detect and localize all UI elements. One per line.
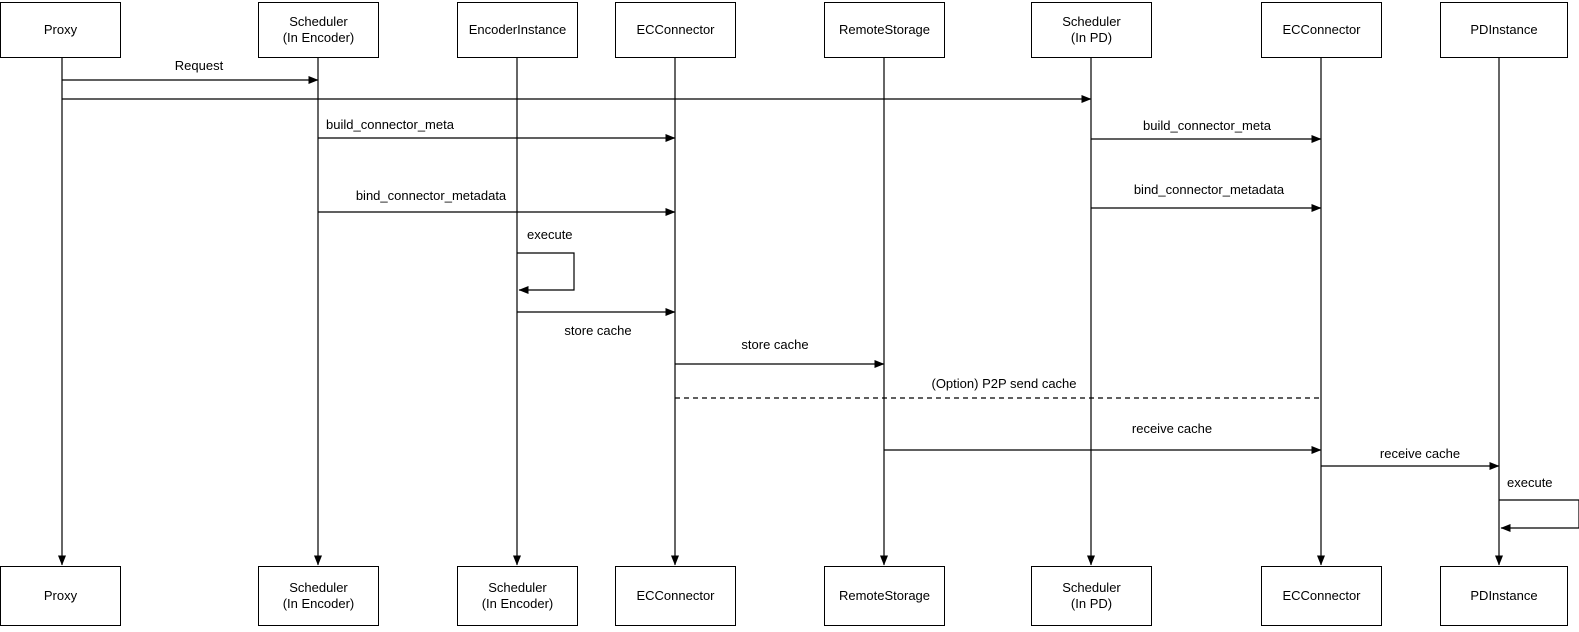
actor-box-bottom-pdinstance[interactable]: PDInstance [1440,566,1568,626]
actor-box-top-remotestorage[interactable]: RemoteStorage [824,2,945,58]
actor-box-top-encoderinstance[interactable]: EncoderInstance [457,2,578,58]
message-label-m10: receive cache [1131,421,1213,436]
actor-box-bottom-encoderinstance[interactable]: Scheduler (In Encoder) [457,566,578,626]
actor-box-bottom-scheduler-pd[interactable]: Scheduler (In PD) [1031,566,1152,626]
actor-box-top-proxy[interactable]: Proxy [0,2,121,58]
message-label-m9: (Option) P2P send cache [931,376,1077,391]
actor-box-top-pdinstance[interactable]: PDInstance [1440,2,1568,58]
actor-box-bottom-ecconnector-pd[interactable]: ECConnector [1261,566,1382,626]
message-label-m4: build_connector_meta [1143,118,1271,133]
self-calls-group [517,252,1579,532]
actor-box-bottom-ecconnector-enc[interactable]: ECConnector [615,566,736,626]
actor-box-bottom-proxy[interactable]: Proxy [0,566,121,626]
message-label-m11: receive cache [1379,446,1461,461]
message-label-m6: bind_connector_metadata [1133,182,1285,197]
message-label-m1: Request [174,58,224,73]
message-label-m3: build_connector_meta [326,117,454,132]
actor-box-top-ecconnector-enc[interactable]: ECConnector [615,2,736,58]
lifelines-group [58,58,1503,566]
message-label-m5: bind_connector_metadata [355,188,507,203]
self-call-label-s1: execute [527,227,573,242]
messages-group [62,76,1500,470]
actor-box-top-ecconnector-pd[interactable]: ECConnector [1261,2,1382,58]
self-call-label-s2: execute [1507,475,1553,490]
self-call-s2 [1499,499,1579,532]
message-label-m8: store cache [741,337,809,352]
actor-box-top-scheduler-enc[interactable]: Scheduler (In Encoder) [258,2,379,58]
actor-box-bottom-scheduler-enc[interactable]: Scheduler (In Encoder) [258,566,379,626]
message-label-m7: store cache [564,323,632,338]
self-call-s1 [517,252,575,294]
actor-box-bottom-remotestorage[interactable]: RemoteStorage [824,566,945,626]
actor-box-top-scheduler-pd[interactable]: Scheduler (In PD) [1031,2,1152,58]
